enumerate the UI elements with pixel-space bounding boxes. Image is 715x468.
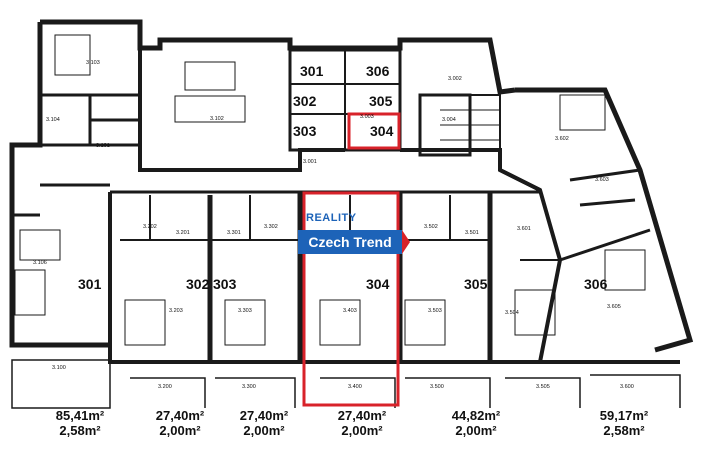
room-label: 3.403 [343, 308, 357, 314]
logo-top-text: REALITY [306, 212, 357, 224]
room-label: 3.600 [620, 384, 634, 390]
room-label: 3.400 [348, 384, 362, 390]
room-label: 3.106 [33, 260, 47, 266]
apt-label-301: 301 [78, 276, 102, 292]
area-main: 44,82m² [451, 408, 501, 423]
apt-label-306: 306 [584, 276, 608, 292]
room-label: 3.302 [264, 224, 278, 230]
area-balcony: 2,00m² [243, 423, 285, 438]
area-item: 27,40m² 2,00m² [322, 408, 402, 438]
room-label: 3.303 [238, 308, 252, 314]
area-main: 27,40m² [239, 408, 289, 423]
logo-main-text: Czech Trend [298, 230, 402, 254]
area-item: 27,40m² 2,00m² [224, 408, 304, 438]
room-label: 3.605 [607, 304, 621, 310]
area-main: 27,40m² [155, 408, 205, 423]
czech-trend-logo: REALITY Czech Trend [298, 212, 410, 258]
room-label: 3.501 [465, 230, 479, 236]
area-balcony: 2,00m² [341, 423, 383, 438]
room-label: 3.104 [46, 117, 60, 123]
apt-label-304: 304 [366, 276, 390, 292]
apartment-labels: 301 306 302 305 303 304 301 302 303 304 … [78, 63, 608, 292]
area-item: 85,41m² 2,58m² [40, 408, 120, 438]
apt-label-top-305: 305 [369, 93, 393, 109]
apt-label-top-302: 302 [293, 93, 317, 109]
area-main: 59,17m² [599, 408, 649, 423]
room-label: 3.001 [303, 159, 317, 165]
room-label: 3.603 [595, 177, 609, 183]
apt-label-302: 302 [186, 276, 210, 292]
area-item: 59,17m² 2,58m² [584, 408, 664, 438]
area-item: 27,40m² 2,00m² [140, 408, 220, 438]
area-balcony: 2,00m² [455, 423, 497, 438]
apt-label-top-306: 306 [366, 63, 390, 79]
apt-label-top-303: 303 [293, 123, 317, 139]
room-label: 3.300 [242, 384, 256, 390]
room-label: 3.004 [442, 117, 456, 123]
area-balcony: 2,58m² [603, 423, 645, 438]
room-label: 3.103 [86, 60, 100, 66]
room-label: 3.101 [96, 143, 110, 149]
room-label: 3.503 [428, 308, 442, 314]
room-label: 3.301 [227, 230, 241, 236]
area-balcony: 2,00m² [159, 423, 201, 438]
area-main: 27,40m² [337, 408, 387, 423]
area-summary: 85,41m² 2,58m² 27,40m² 2,00m² 27,40m² 2,… [0, 408, 715, 468]
floor-plan: 301 306 302 305 303 304 301 302 303 304 … [9, 19, 694, 409]
room-label: 3.505 [536, 384, 550, 390]
area-main: 85,41m² [55, 408, 105, 423]
room-label: 3.200 [158, 384, 172, 390]
room-label: 3.203 [169, 308, 183, 314]
apt-label-303: 303 [213, 276, 237, 292]
room-label: 3.504 [505, 310, 519, 316]
room-label: 3.100 [52, 365, 66, 371]
area-item: 44,82m² 2,00m² [436, 408, 516, 438]
room-label: 3.500 [430, 384, 444, 390]
room-label: 3.202 [143, 224, 157, 230]
apt-label-305: 305 [464, 276, 488, 292]
room-label: 3.201 [176, 230, 190, 236]
room-label: 3.502 [424, 224, 438, 230]
room-label: 3.601 [517, 226, 531, 232]
room-label: 3.602 [555, 136, 569, 142]
logo-arrow-icon [402, 230, 410, 254]
apt-label-top-304: 304 [370, 123, 394, 139]
highlight-304 [302, 112, 401, 407]
area-balcony: 2,58m² [59, 423, 101, 438]
apt-label-top-301: 301 [300, 63, 324, 79]
room-label: 3.003 [360, 114, 374, 120]
room-label: 3.102 [210, 116, 224, 122]
room-labels: 3.103 3.102 3.104 3.101 3.001 3.002 3.00… [33, 60, 634, 390]
room-label: 3.002 [448, 76, 462, 82]
